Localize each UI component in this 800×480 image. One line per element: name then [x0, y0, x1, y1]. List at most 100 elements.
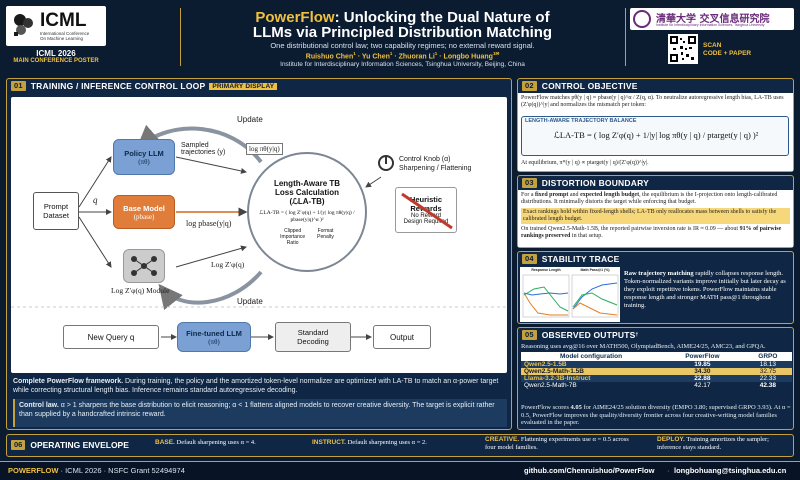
framework-diagram: Update Update Prompt Dataset q Policy LL…	[11, 97, 507, 373]
header-divider-right	[625, 8, 626, 66]
control-knob-label: Control Knob (α) Sharpening / Flattening	[399, 156, 472, 172]
primary-badge: PRIMARY DISPLAY	[209, 82, 278, 90]
outputs-intro: Reasoning uses avg@16 over MATH500, Olym…	[521, 343, 766, 350]
crossed-out-icon	[401, 192, 453, 230]
poster-type: MAIN CONFERENCE POSTER	[13, 58, 99, 64]
qr-code[interactable]	[668, 34, 698, 64]
section-01-header: 01 TRAINING / INFERENCE CONTROL LOOP PRI…	[7, 79, 511, 93]
standard-decoding-node: Standard Decoding	[275, 322, 351, 352]
university-logo: 清華大学 交叉信息研究院 Institute for Interdiscipli…	[630, 8, 794, 30]
sampled-label: Sampled trajectories (y)	[181, 142, 226, 156]
new-query-node: New Query q	[63, 325, 159, 349]
university-cn: 清華大学 交叉信息研究院	[656, 14, 770, 25]
distortion-highlight: Exact rankings hold within fixed-length …	[521, 208, 790, 224]
distortion-text-2: On trained Qwen2.5-Math-1.5B, the report…	[521, 226, 782, 239]
control-law-box: Control law. α > 1 sharpens the base dis…	[13, 399, 507, 427]
equilibrium-text: At equilibrium, π*(y | q) ∝ ptarget(y | …	[521, 160, 649, 166]
log-pbase-label: log pbase(y|q)	[186, 219, 232, 228]
distortion-text-1: For a fixed prompt and expected length b…	[521, 192, 778, 205]
base-model-node: Base Model (pbase)	[113, 195, 175, 229]
col-powerflow: PowerFlow	[685, 353, 720, 360]
stability-plots: Response Length Math Pass@1 (%)	[520, 267, 620, 322]
mini-plot-2-title: Math Pass@1 (%)	[580, 268, 610, 272]
loss-equation: ℒLA-TB = ( log Z′φ(q) + 1/|y| log πθ(y|q…	[259, 209, 355, 223]
icml-logo-box: ICML International Conference On Machine…	[6, 6, 106, 46]
heuristic-rewards-node: Heuristic Rewards No Reward Design Requi…	[395, 187, 457, 233]
section-01-title: TRAINING / INFERENCE CONTROL LOOP	[30, 81, 206, 91]
update-top-label: Update	[237, 115, 263, 124]
loss-calc-node: Length-Aware TB Loss Calculation (ℒLA-TB…	[247, 152, 367, 272]
stability-trace-svg	[522, 274, 619, 318]
update-bottom-label: Update	[237, 297, 263, 306]
section-01: 01 TRAINING / INFERENCE CONTROL LOOP PRI…	[6, 78, 512, 430]
output-node: Output	[373, 325, 431, 349]
mini-plot-1-title: Response Length	[531, 268, 561, 272]
affiliation: Institute for Interdisciplinary Informat…	[280, 61, 525, 68]
section-06-title: OPERATING ENVELOPE	[30, 440, 129, 450]
author-1: Ruishuo Chen	[305, 53, 354, 61]
q-label: q	[93, 195, 98, 205]
format-label: Format Penalty	[317, 227, 334, 240]
logz-module-node	[123, 249, 165, 283]
university-en: Institute for Interdisciplinary Informat…	[656, 23, 765, 27]
qr-icon	[670, 36, 696, 62]
envelope-instruct: INSTRUCT. Default sharpening uses α = 2.	[312, 439, 427, 446]
col-grpo: GRPO	[758, 353, 778, 360]
col-model: Model configuration	[559, 353, 623, 360]
table-row: Llama-3.2-3B-Instruct 22.88 22.33	[521, 375, 792, 382]
university-seal-icon	[633, 10, 651, 28]
footer-divider: ·	[667, 466, 670, 475]
author-4: Longbo Huang	[443, 53, 493, 61]
finetuned-llm-node: Fine-tuned LLM (πθ)	[177, 322, 251, 352]
log-pi-label: log πθ(y|q)	[246, 143, 283, 155]
latb-equation-box: LENGTH-AWARE TRAJECTORY BALANCE ℒLA-TB =…	[521, 116, 789, 156]
title-rest: : Unlocking the Dual Nature of	[334, 9, 550, 26]
footer-github-link[interactable]: github.com/Chenruishuo/PowerFlow	[524, 466, 655, 475]
section-03-title: DISTORTION BOUNDARY	[541, 178, 649, 188]
prompt-dataset-node: Prompt Dataset	[33, 192, 79, 230]
section-04-title: STABILITY TRACE	[541, 254, 620, 264]
envelope-creative: CREATIVE. Flattening experiments use α =…	[485, 436, 629, 451]
table-row: Qwen2.5-1.5B 19.85 18.13	[521, 361, 792, 368]
envelope-base: BASE. Default sharpening uses α = 4.	[155, 439, 256, 446]
stability-text: Raw trajectory matching rapidly collapse…	[624, 270, 786, 309]
logz-module-label: Log Z′φ(q) Module	[111, 286, 170, 295]
section-05-title: OBSERVED OUTPUTS	[541, 330, 636, 340]
qr-label: SCAN CODE + PAPER	[703, 42, 752, 57]
conf-label: ICML 2026	[36, 49, 76, 58]
author-2: Yu Chen	[361, 53, 390, 61]
latb-equation: ℒLA-TB = ( log Z′φ(q) + 1/|y| log πθ(y |…	[553, 130, 759, 140]
icml-logo-icon	[12, 12, 36, 38]
header-divider-left	[180, 8, 181, 66]
latb-box-title: LENGTH-AWARE TRAJECTORY BALANCE	[525, 118, 637, 124]
title-line2: LLMs via Principled Distribution Matchin…	[252, 24, 553, 41]
log-z-label: Log Z′φ(q)	[211, 260, 245, 269]
envelope-deploy: DEPLOY. Training amortizes the sampler; …	[657, 436, 769, 451]
table-row: Qwen2.5-Math-7B 42.17 42.38	[521, 382, 792, 389]
control-knob-icon	[378, 155, 394, 171]
outputs-footer: PowerFlow scores 4.05 for AIME24/25 solu…	[521, 404, 791, 426]
footer-bar: POWERFLOW · ICML 2026 · NSFC Grant 52494…	[0, 461, 800, 480]
results-table: Model configuration PowerFlow GRPO Qwen2…	[521, 352, 792, 389]
footer-brand: POWERFLOW · ICML 2026 · NSFC Grant 52494…	[8, 466, 185, 475]
tagline: One distributional control law; two capa…	[270, 41, 535, 50]
poster-title: PowerFlow: Unlocking the Dual Nature of …	[180, 10, 625, 40]
author-3: Zhuoran Li	[398, 53, 435, 61]
section-02-title: CONTROL OBJECTIVE	[541, 81, 638, 91]
policy-llm-node: Policy LLM (πθ)	[113, 139, 175, 175]
footer-email-link[interactable]: longbohuang@tsinghua.edu.cn	[674, 466, 787, 475]
table-row: Qwen2.5-Math-1.5B 34.30 32.75	[521, 368, 792, 375]
neural-net-icon	[131, 256, 157, 276]
title-brand: PowerFlow	[255, 9, 335, 26]
clipped-label: Clipped Importance Ratio	[280, 227, 306, 246]
icml-logo-text: ICML	[40, 10, 87, 31]
